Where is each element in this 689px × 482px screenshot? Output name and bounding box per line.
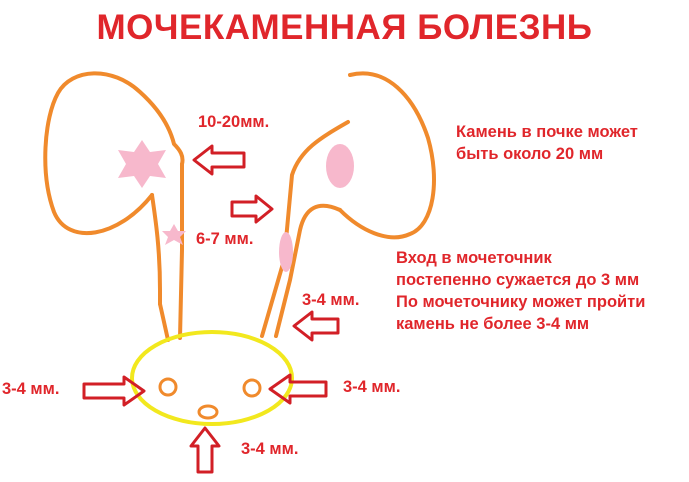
size-label-ureter-upper: 6-7 мм. <box>196 230 254 248</box>
size-label-urethra: 3-4 мм. <box>241 440 299 458</box>
note-ureter-line: камень не более 3-4 мм <box>396 315 590 333</box>
size-label-left-orifice: 3-4 мм. <box>2 380 60 398</box>
arrow-to-urethra <box>189 426 221 474</box>
arrow-to-right-ureter-upper <box>230 194 274 224</box>
note-ureter: Вход в мочеточник постепенно сужается до… <box>396 247 645 335</box>
note-kidney-stone: Камень в почке может быть около 20 мм <box>456 121 638 165</box>
arrow-to-kidney-stone <box>192 144 246 176</box>
right-ureter-line-lower <box>274 203 342 338</box>
ureter-stone-star <box>162 224 186 245</box>
left-renal-pelvis <box>150 193 162 306</box>
right-kidney-stone <box>326 144 354 188</box>
bladder <box>130 330 294 426</box>
size-label-right-orifice: 3-4 мм. <box>343 378 401 396</box>
right-ureter-line-upper <box>260 120 350 338</box>
right-ureter-stone <box>279 232 293 272</box>
size-label-kidney: 10-20мм. <box>198 113 270 131</box>
left-ureter-line-inner <box>158 302 170 342</box>
page-title: МОЧЕКАМЕННАЯ БОЛЕЗНЬ <box>96 8 593 47</box>
right-kidney <box>338 71 436 240</box>
arrow-to-right-orifice <box>268 373 328 405</box>
left-ureteral-orifice <box>158 377 178 397</box>
left-kidney <box>43 71 185 236</box>
note-ureter-line: По мочеточнику может пройти <box>396 293 646 311</box>
arrow-to-ureter-entry <box>292 310 340 342</box>
note-ureter-line: постепенно сужается до 3 мм <box>396 271 640 289</box>
note-kidney-stone-line: Камень в почке может <box>456 123 638 141</box>
urethral-orifice <box>197 404 219 420</box>
right-ureteral-orifice <box>242 378 262 398</box>
size-label-ureter-entry: 3-4 мм. <box>302 291 360 309</box>
arrow-to-left-orifice <box>82 375 146 407</box>
note-kidney-stone-line: быть около 20 мм <box>456 145 604 163</box>
note-ureter-line: Вход в мочеточник <box>396 249 552 267</box>
kidney-stone-star <box>118 140 166 188</box>
left-ureter-line-outer <box>178 162 184 340</box>
